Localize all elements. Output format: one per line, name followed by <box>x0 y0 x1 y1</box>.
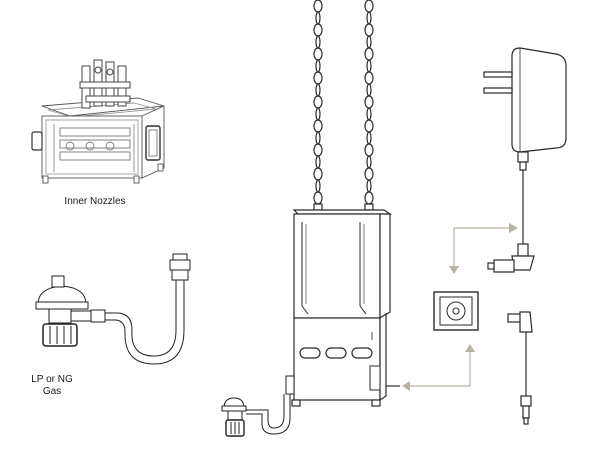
gas-type-label-line1: LP or NG <box>31 374 73 385</box>
right-chain <box>364 0 374 205</box>
hanging-chains-illustration <box>313 0 374 211</box>
power-adapter-illustration <box>483 47 567 273</box>
arrow-controlbox-to-heater <box>408 350 471 387</box>
inner-nozzles-label: Inner Nozzles <box>64 196 126 207</box>
inner-nozzles-illustration <box>31 59 165 184</box>
left-chain <box>313 0 323 205</box>
extension-cable-illustration <box>507 311 533 425</box>
gas-regulator-hose-illustration <box>35 253 191 365</box>
arrow-adapter-to-controlbox <box>453 227 514 268</box>
gas-type-label-line2: Gas <box>42 386 62 397</box>
base-regulator-illustration <box>221 375 295 437</box>
control-box-illustration <box>433 291 479 331</box>
heater-unit-illustration <box>291 209 400 407</box>
connection-arrows <box>402 223 518 391</box>
